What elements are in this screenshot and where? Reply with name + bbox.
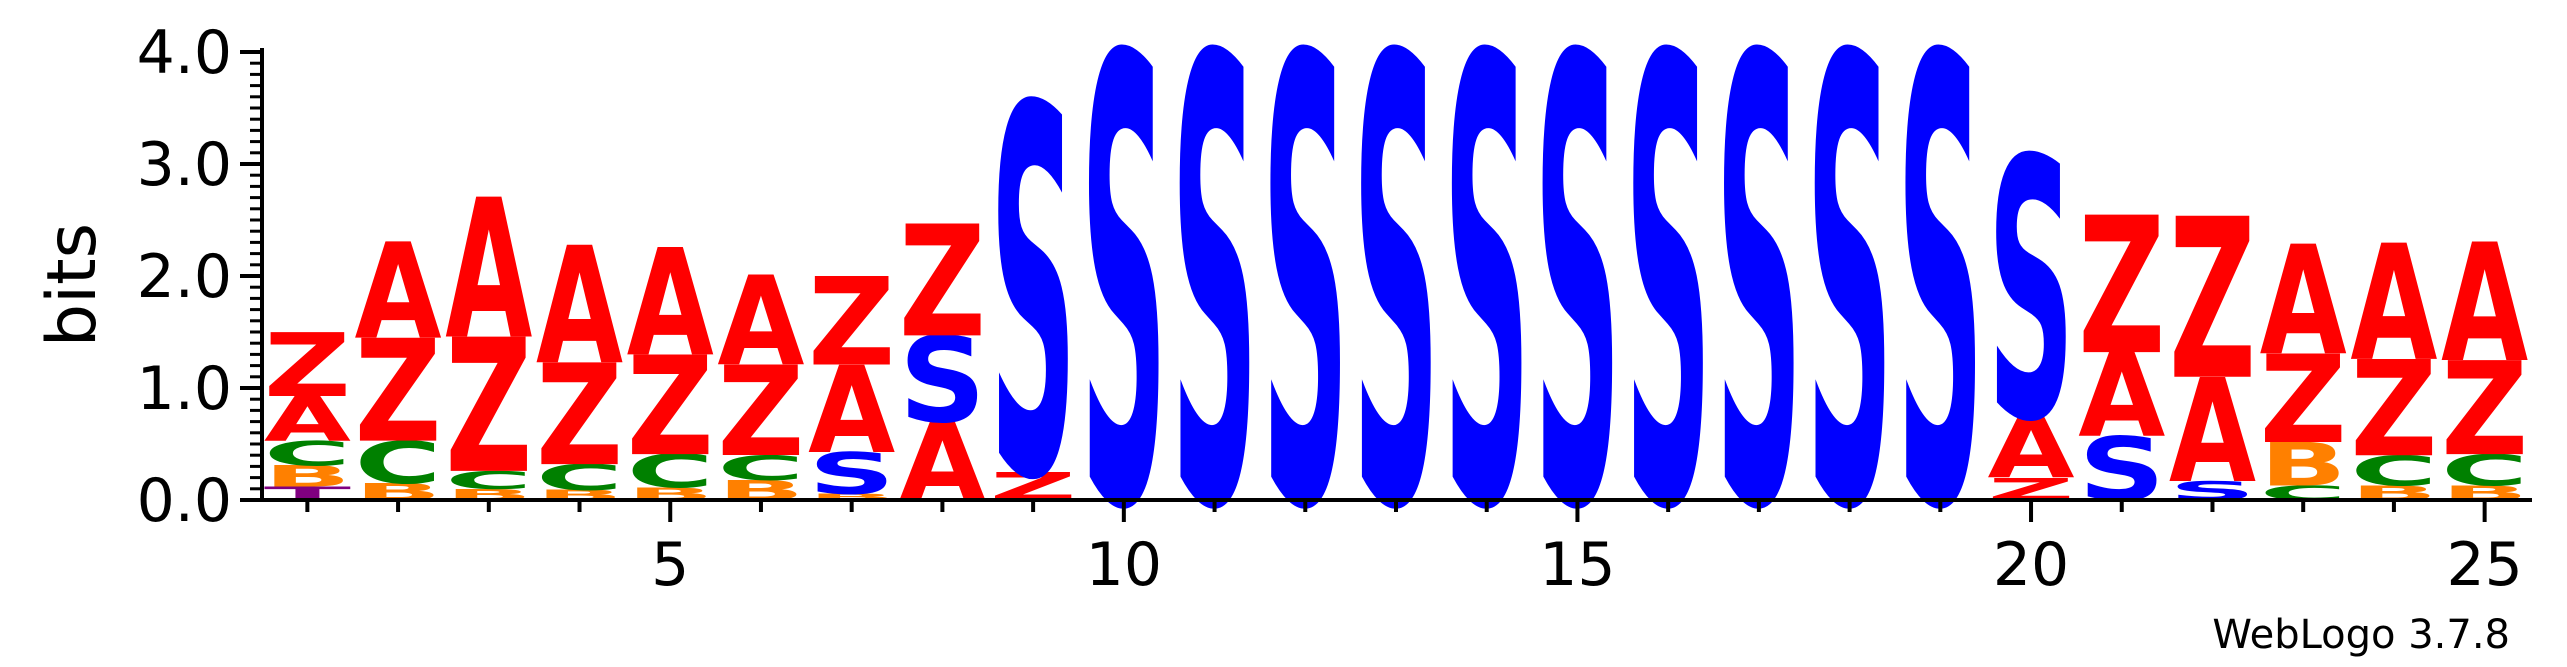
axis-layer: 0.0 1.0 2.0 3.0 4.0 5 10 15 20 25 xyxy=(137,18,2532,600)
logo-glyph-z: Z xyxy=(2350,333,2437,487)
logo-glyph-s: S xyxy=(1262,0,1349,646)
logo-glyph-a: A xyxy=(445,160,532,383)
logo-glyph-z: Z xyxy=(2260,330,2347,471)
logo-glyph-b: B xyxy=(808,492,895,503)
logo-glyph-z: Z xyxy=(899,194,986,372)
logo-glyph-z: Z xyxy=(2441,335,2528,485)
x-tick-label: 15 xyxy=(1539,530,1615,600)
logo-glyph-c: C xyxy=(445,466,532,495)
logo-glyph-c: C xyxy=(264,434,351,473)
logo-glyph-c: C xyxy=(355,430,442,498)
logo-glyph-s: S xyxy=(990,2,1077,592)
logo-glyph-s: S xyxy=(1897,0,1984,646)
logo-glyph-a: A xyxy=(717,251,804,394)
logo-glyph-a: A xyxy=(536,213,623,401)
logo-glyph-a: A xyxy=(808,342,895,481)
logo-glyph-z: Z xyxy=(264,314,351,416)
logo-glyph-s: S xyxy=(1715,0,1802,646)
logo-glyph-a: A xyxy=(1987,400,2074,498)
logo-glyph-c: C xyxy=(536,457,623,498)
x-tick-label: 10 xyxy=(1086,530,1162,600)
logo-glyph-a: A xyxy=(627,217,714,389)
logo-glyph-s: S xyxy=(1171,0,1258,646)
y-tick-label: 4.0 xyxy=(137,18,232,88)
logo-glyph-a: A xyxy=(2169,350,2256,515)
logo-glyph-a: A xyxy=(2260,215,2347,389)
logo-glyph-a: A xyxy=(2078,329,2165,463)
logo-glyph-z: Z xyxy=(355,309,442,474)
x-ticks: 5 10 15 20 25 xyxy=(305,500,2523,600)
logo-glyph-s: S xyxy=(899,313,986,450)
logo-glyph-b: B xyxy=(264,460,351,494)
logo-glyph-z: Z xyxy=(2078,178,2165,398)
logo-glyph-a: A xyxy=(264,384,351,455)
logo-glyph-z: Z xyxy=(2169,172,2256,429)
logo-glyph-a: A xyxy=(355,215,442,369)
logo-glyph-s: S xyxy=(808,441,895,507)
logo-glyph-b: B xyxy=(2260,430,2347,500)
x-tick-label: 25 xyxy=(2446,530,2522,600)
y-tick-label: 1.0 xyxy=(137,354,232,424)
y-tick-label: 3.0 xyxy=(137,130,232,200)
logo-glyph-s: S xyxy=(1352,0,1439,646)
logo-glyph-z: Z xyxy=(717,340,804,484)
logo-glyph-s: S xyxy=(1080,0,1167,646)
logo-glyph-z: Z xyxy=(536,334,623,497)
logo-glyph-z: Z xyxy=(808,253,895,394)
logo-glyph-c: C xyxy=(2350,447,2437,495)
logo-glyph-c: C xyxy=(627,445,714,499)
logo-glyph-z: Z xyxy=(445,300,532,514)
x-tick-label: 20 xyxy=(1993,530,2069,600)
y-axis-label: bits xyxy=(33,223,112,347)
logo-glyph-s: S xyxy=(1987,84,2074,501)
logo-glyph-z: Z xyxy=(627,329,714,487)
weblogo-credit: WebLogo 3.7.8 xyxy=(2212,612,2510,658)
logo-glyph-c: C xyxy=(717,449,804,488)
y-tick-label: 0.0 xyxy=(137,466,232,536)
logo-glyph-s: S xyxy=(1443,0,1530,646)
logo-glyph-a: A xyxy=(2441,209,2528,399)
logo-glyph-s: S xyxy=(1806,0,1893,646)
x-tick-label: 5 xyxy=(651,530,689,600)
logo-glyph-a: A xyxy=(2350,211,2437,397)
y-tick-label: 2.0 xyxy=(137,242,232,312)
y-ticks: 0.0 1.0 2.0 3.0 4.0 xyxy=(137,18,262,536)
logo-glyph-s: S xyxy=(1534,0,1621,646)
logo-glyph-s: S xyxy=(1625,0,1712,646)
logo-glyph-c: C xyxy=(2441,446,2528,496)
